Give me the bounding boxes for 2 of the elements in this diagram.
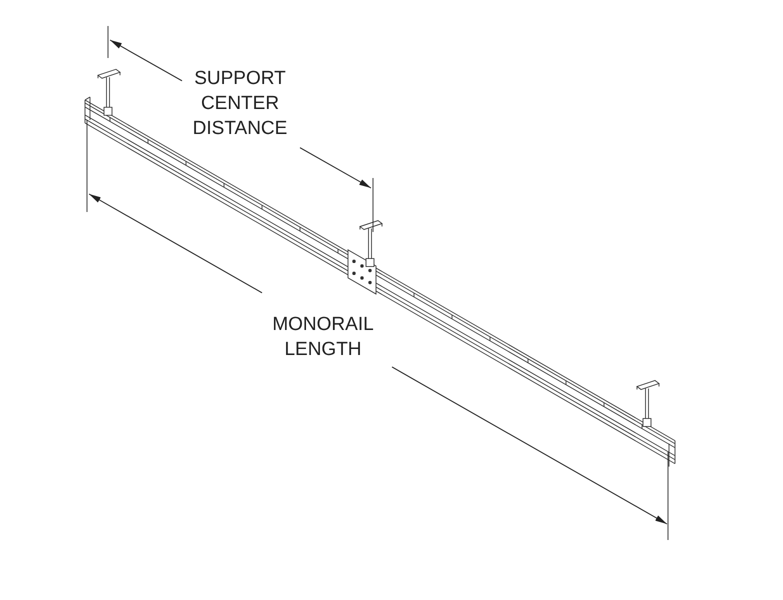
dimension-label: SUPPORT CENTER DISTANCE [192, 67, 288, 141]
dimension-label: MONORAIL LENGTH [271, 313, 375, 362]
